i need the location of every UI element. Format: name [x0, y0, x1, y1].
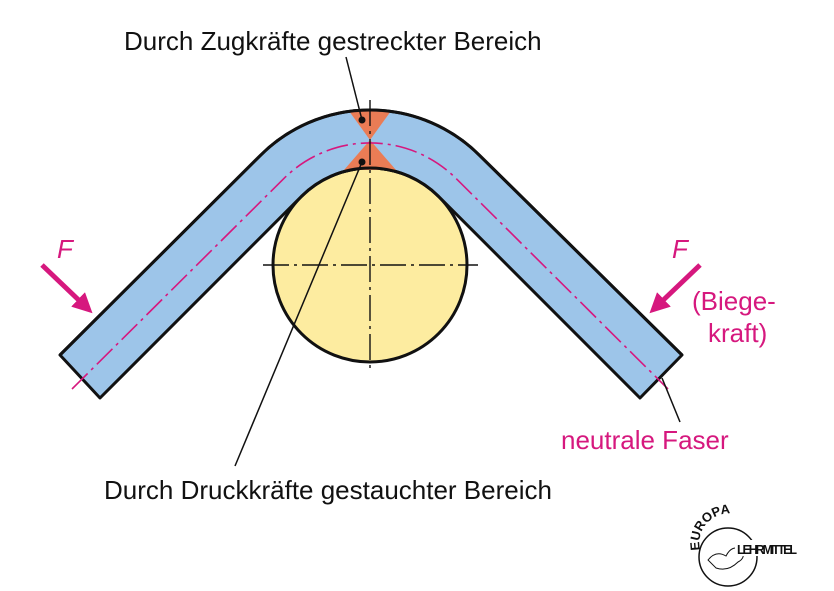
neutral-fiber-label: neutrale Faser — [561, 425, 729, 455]
bending-force-label-1: (Biege- — [692, 286, 776, 316]
svg-text:LEHRMITTEL: LEHRMITTEL — [737, 543, 797, 557]
force-arrow-left — [40, 263, 93, 314]
tension-zone-label: Durch Zugkräfte gestreckter Bereich — [124, 26, 542, 56]
bending-force-label-2: kraft) — [708, 318, 767, 348]
force-label-right: F — [672, 234, 690, 264]
force-label-left: F — [57, 234, 75, 264]
compression-zone-label: Durch Druckkräfte gestauchter Bereich — [104, 475, 552, 505]
force-arrow-right — [649, 263, 702, 314]
europa-lehrmittel-logo: EUROPA LEHRMITTEL — [687, 501, 797, 587]
